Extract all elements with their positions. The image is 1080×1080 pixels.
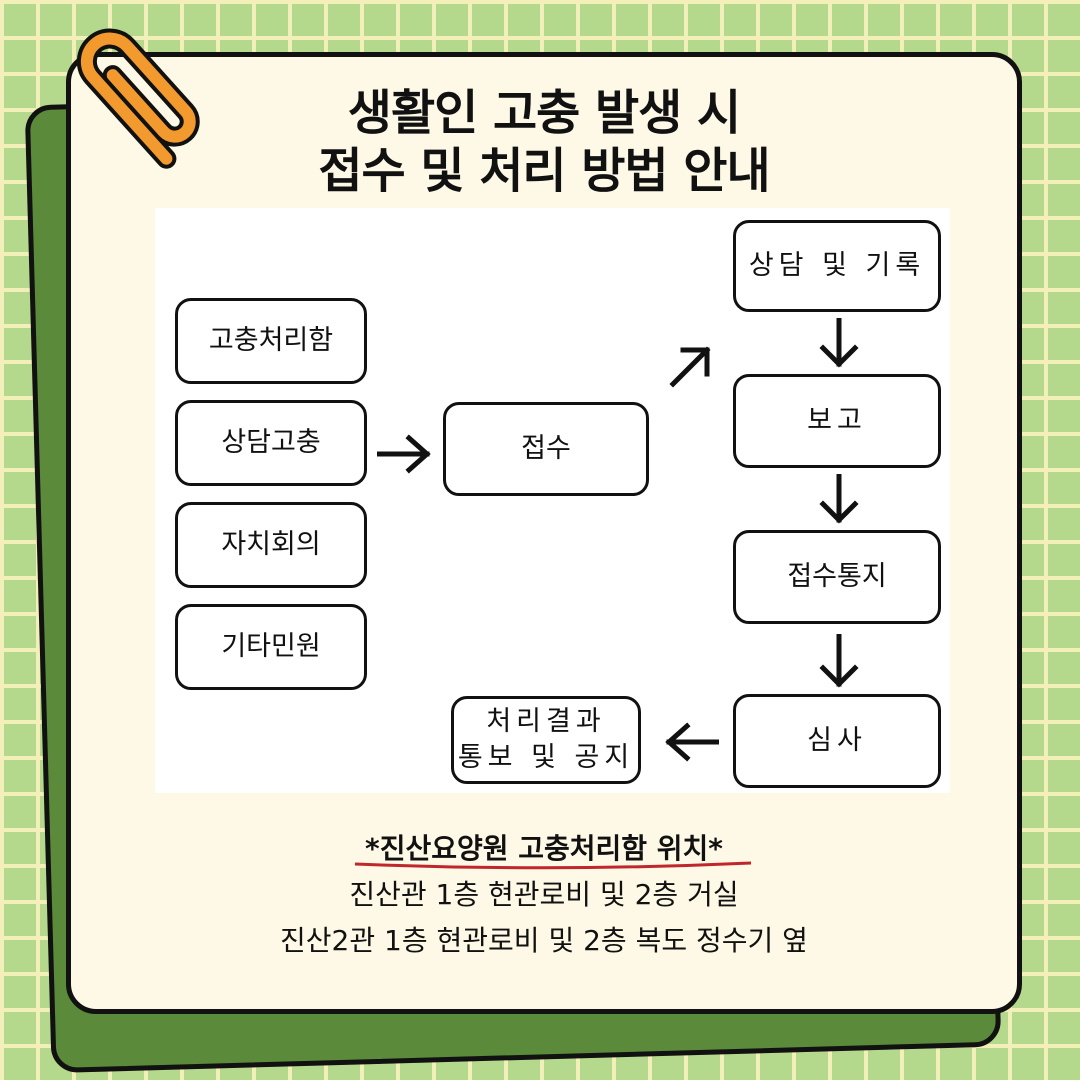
notes-heading: *진산요양원 고충처리함 위치* xyxy=(354,826,752,872)
source-suggestion-box: 고충처리함 xyxy=(175,298,367,384)
source-label: 상담고충 xyxy=(221,427,321,458)
notes-line-2: 진산2관 1층 현관로비 및 2층 복도 정수기 옆 xyxy=(280,924,808,957)
red-underline xyxy=(354,861,752,870)
report-node: 보고 xyxy=(733,374,941,468)
result-label-line-2: 통보 및 공지 xyxy=(457,742,635,773)
title-line-1: 생활인 고충 발생 시 xyxy=(347,85,741,141)
receipt-notice-node: 접수통지 xyxy=(733,530,941,624)
notes-line-1: 진산관 1층 현관로비 및 2층 거실 xyxy=(349,878,739,911)
step-label: 심사 xyxy=(807,725,867,756)
source-label: 기타민원 xyxy=(221,631,321,662)
title-line-2: 접수 및 처리 방법 안내 xyxy=(318,143,770,199)
notes-heading-text: *진산요양원 고충처리함 위치* xyxy=(365,832,723,865)
paperclip-icon xyxy=(76,28,200,169)
arrow-down-icon xyxy=(819,634,859,688)
intake-label: 접수 xyxy=(521,433,571,464)
consult-record-node: 상담 및 기록 xyxy=(733,220,941,312)
review-node: 심사 xyxy=(733,694,941,788)
arrow-down-icon xyxy=(819,318,859,368)
arrow-up-right-icon xyxy=(669,346,711,388)
source-resident-council: 자치회의 xyxy=(175,502,367,588)
arrow-left-icon xyxy=(665,722,719,762)
source-label: 고충처리함 xyxy=(208,325,334,356)
step-label: 접수통지 xyxy=(787,561,887,592)
intake-node: 접수 xyxy=(443,402,649,496)
page-title: 생활인 고충 발생 시 접수 및 처리 방법 안내 xyxy=(66,84,1022,200)
location-notes: *진산요양원 고충처리함 위치* 진산관 1층 현관로비 및 2층 거실 진산2… xyxy=(66,826,1022,964)
result-label-line-1: 처리결과 xyxy=(486,706,606,737)
arrow-right-icon xyxy=(377,434,431,474)
process-diagram: 고충처리함 상담고충 자치회의 기타민원 접수 상담 및 기록 보고 접수통지 … xyxy=(155,208,950,793)
source-other-complaints: 기타민원 xyxy=(175,604,367,690)
source-consultation: 상담고충 xyxy=(175,400,367,486)
step-label: 상담 및 기록 xyxy=(748,250,926,281)
source-label: 자치회의 xyxy=(221,529,321,560)
step-label: 보고 xyxy=(807,405,867,436)
result-notice-node: 처리결과 통보 및 공지 xyxy=(451,696,641,784)
arrow-down-icon xyxy=(819,474,859,524)
